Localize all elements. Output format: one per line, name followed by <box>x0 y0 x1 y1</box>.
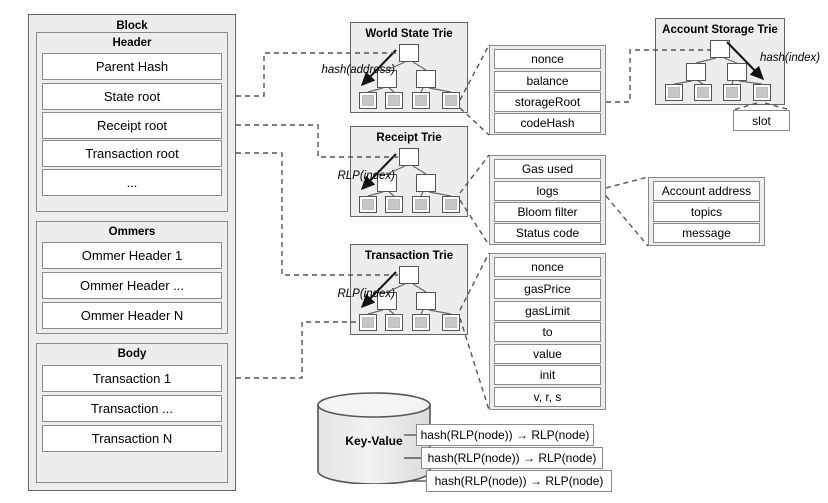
block-title: Block <box>116 20 148 32</box>
storage-trie-leaf-node <box>753 84 771 101</box>
trie-leaf-node <box>412 92 430 109</box>
connector-logs-bottom <box>605 195 649 247</box>
transaction-trie-leaf-node <box>359 314 377 331</box>
block-ommers-title: Ommers <box>108 226 156 238</box>
storage-trie-root-node <box>710 40 730 58</box>
trie-leaf-node <box>359 92 377 109</box>
receipt-trie-leaf-node <box>442 196 460 213</box>
field-receipt-root[interactable]: Receipt root <box>42 112 222 139</box>
world-state-trie-title: World State Trie <box>365 28 453 40</box>
receipt-trie-branch-node <box>416 174 436 192</box>
receipt-trie-leaf-node <box>385 196 403 213</box>
receipt-trie-leaf-node <box>359 196 377 213</box>
label-rlp-index-transaction: RLP(index) <box>337 288 395 300</box>
block-header-title: Header <box>112 37 152 49</box>
field-ommer-header-n[interactable]: Ommer Header N <box>42 302 222 329</box>
transaction-field-gas-limit[interactable]: gasLimit <box>494 301 601 321</box>
account-field-balance[interactable]: balance <box>494 71 601 91</box>
storage-trie-branch-node <box>727 63 747 81</box>
label-hash-address: hash(address) <box>321 64 395 76</box>
transaction-trie-branch-node <box>416 292 436 310</box>
trie-leaf-node <box>442 92 460 109</box>
storage-trie-leaf-node <box>694 84 712 101</box>
storage-trie-branch-node <box>686 63 706 81</box>
block-body-title: Body <box>117 348 147 360</box>
transaction-trie-leaf-node <box>412 314 430 331</box>
field-ommer-header-mid[interactable]: Ommer Header ... <box>42 272 222 299</box>
kv-row[interactable]: hash(RLP(node)) → RLP(node) <box>416 424 594 446</box>
field-transaction-root[interactable]: Transaction root <box>42 140 222 167</box>
kv-row[interactable]: hash(RLP(node)) → RLP(node) <box>426 470 612 492</box>
label-rlp-index-receipt: RLP(index) <box>337 170 395 182</box>
transaction-trie-title: Transaction Trie <box>364 250 454 262</box>
log-field-account-address[interactable]: Account address <box>653 181 760 201</box>
storage-slot-box[interactable]: slot <box>733 110 790 131</box>
transaction-field-signature[interactable]: v, r, s <box>494 387 601 407</box>
key-value-database: Key-Value <box>316 392 432 485</box>
trie-leaf-node <box>385 92 403 109</box>
account-field-nonce[interactable]: nonce <box>494 49 601 69</box>
key-value-label: Key-Value <box>345 434 403 448</box>
receipt-field-status-code[interactable]: Status code <box>494 223 601 243</box>
label-hash-index: hash(index) <box>760 52 821 64</box>
transaction-field-nonce[interactable]: nonce <box>494 257 601 277</box>
receipt-field-gas-used[interactable]: Gas used <box>494 159 601 179</box>
receipt-field-logs[interactable]: logs <box>494 181 601 201</box>
log-field-message[interactable]: message <box>653 223 760 243</box>
storage-trie-leaf-node <box>665 84 683 101</box>
connector-logs-top <box>605 176 649 189</box>
account-field-storage-root[interactable]: storageRoot <box>494 92 601 112</box>
kv-row[interactable]: hash(RLP(node)) → RLP(node) <box>421 447 603 469</box>
transaction-field-value[interactable]: value <box>494 344 601 364</box>
field-transaction-mid[interactable]: Transaction ... <box>42 395 222 422</box>
transaction-field-init[interactable]: init <box>494 365 601 385</box>
field-ommer-header-1[interactable]: Ommer Header 1 <box>42 242 222 269</box>
transaction-trie-leaf-node <box>385 314 403 331</box>
receipt-trie-root-node <box>399 148 419 166</box>
transaction-field-to[interactable]: to <box>494 322 601 342</box>
field-parent-hash[interactable]: Parent Hash <box>42 53 222 80</box>
log-field-topics[interactable]: topics <box>653 202 760 222</box>
account-storage-trie-title: Account Storage Trie <box>662 24 778 36</box>
transaction-trie-leaf-node <box>442 314 460 331</box>
transaction-trie-root-node <box>399 266 419 284</box>
connector-transaction-1 <box>236 321 359 379</box>
field-state-root[interactable]: State root <box>42 83 222 110</box>
receipt-trie-leaf-node <box>412 196 430 213</box>
storage-trie-leaf-node <box>723 84 741 101</box>
field-transaction-1[interactable]: Transaction 1 <box>42 365 222 392</box>
field-transaction-n[interactable]: Transaction N <box>42 425 222 452</box>
field-header-more[interactable]: ... <box>42 169 222 196</box>
receipt-field-bloom-filter[interactable]: Bloom filter <box>494 202 601 222</box>
transaction-field-gas-price[interactable]: gasPrice <box>494 279 601 299</box>
account-field-code-hash[interactable]: codeHash <box>494 113 601 133</box>
trie-root-node <box>399 44 419 62</box>
receipt-trie-title: Receipt Trie <box>376 132 442 144</box>
trie-branch-node <box>416 70 436 88</box>
